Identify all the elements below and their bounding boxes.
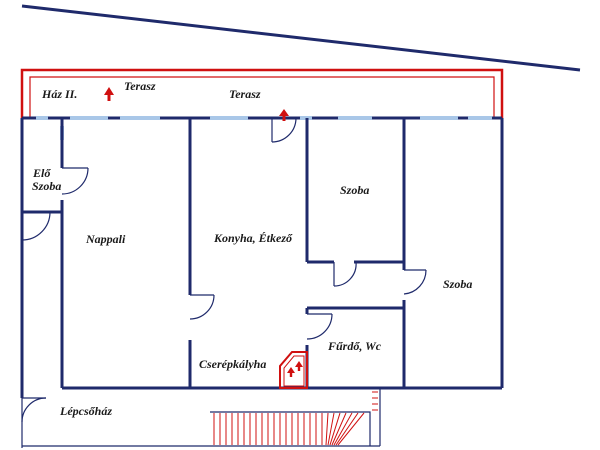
entry-room-label: Elő [32,166,51,180]
bathroom-label: Fűrdő, Wc [327,339,382,353]
living-room-label: Nappali [85,232,126,246]
terrace-outline [20,68,504,118]
room-label-right: Szoba [443,277,472,291]
interior-walls [60,118,406,388]
entrance-arrow-icon [279,109,289,121]
stove [279,351,308,389]
stove-label: Cserépkályha [199,357,266,371]
doors [21,117,427,423]
terrace-label-left: Terasz [124,79,156,93]
stove-arrow-icon [287,361,303,377]
stairwell-label: Lépcsőház [59,404,112,418]
windows [36,116,492,140]
entrance-arrow-icon [104,87,114,101]
stair-steps [213,391,378,446]
room-label-middle: Szoba [340,183,369,197]
outer-walls [20,116,504,398]
terrace-label-mid: Terasz [229,87,261,101]
staircase-hall [21,387,381,448]
property-line [21,4,581,72]
house-label: Ház II. [41,87,77,101]
entry-room-label: Szoba [32,179,61,193]
kitchen-label: Konyha, Étkező [213,231,293,245]
